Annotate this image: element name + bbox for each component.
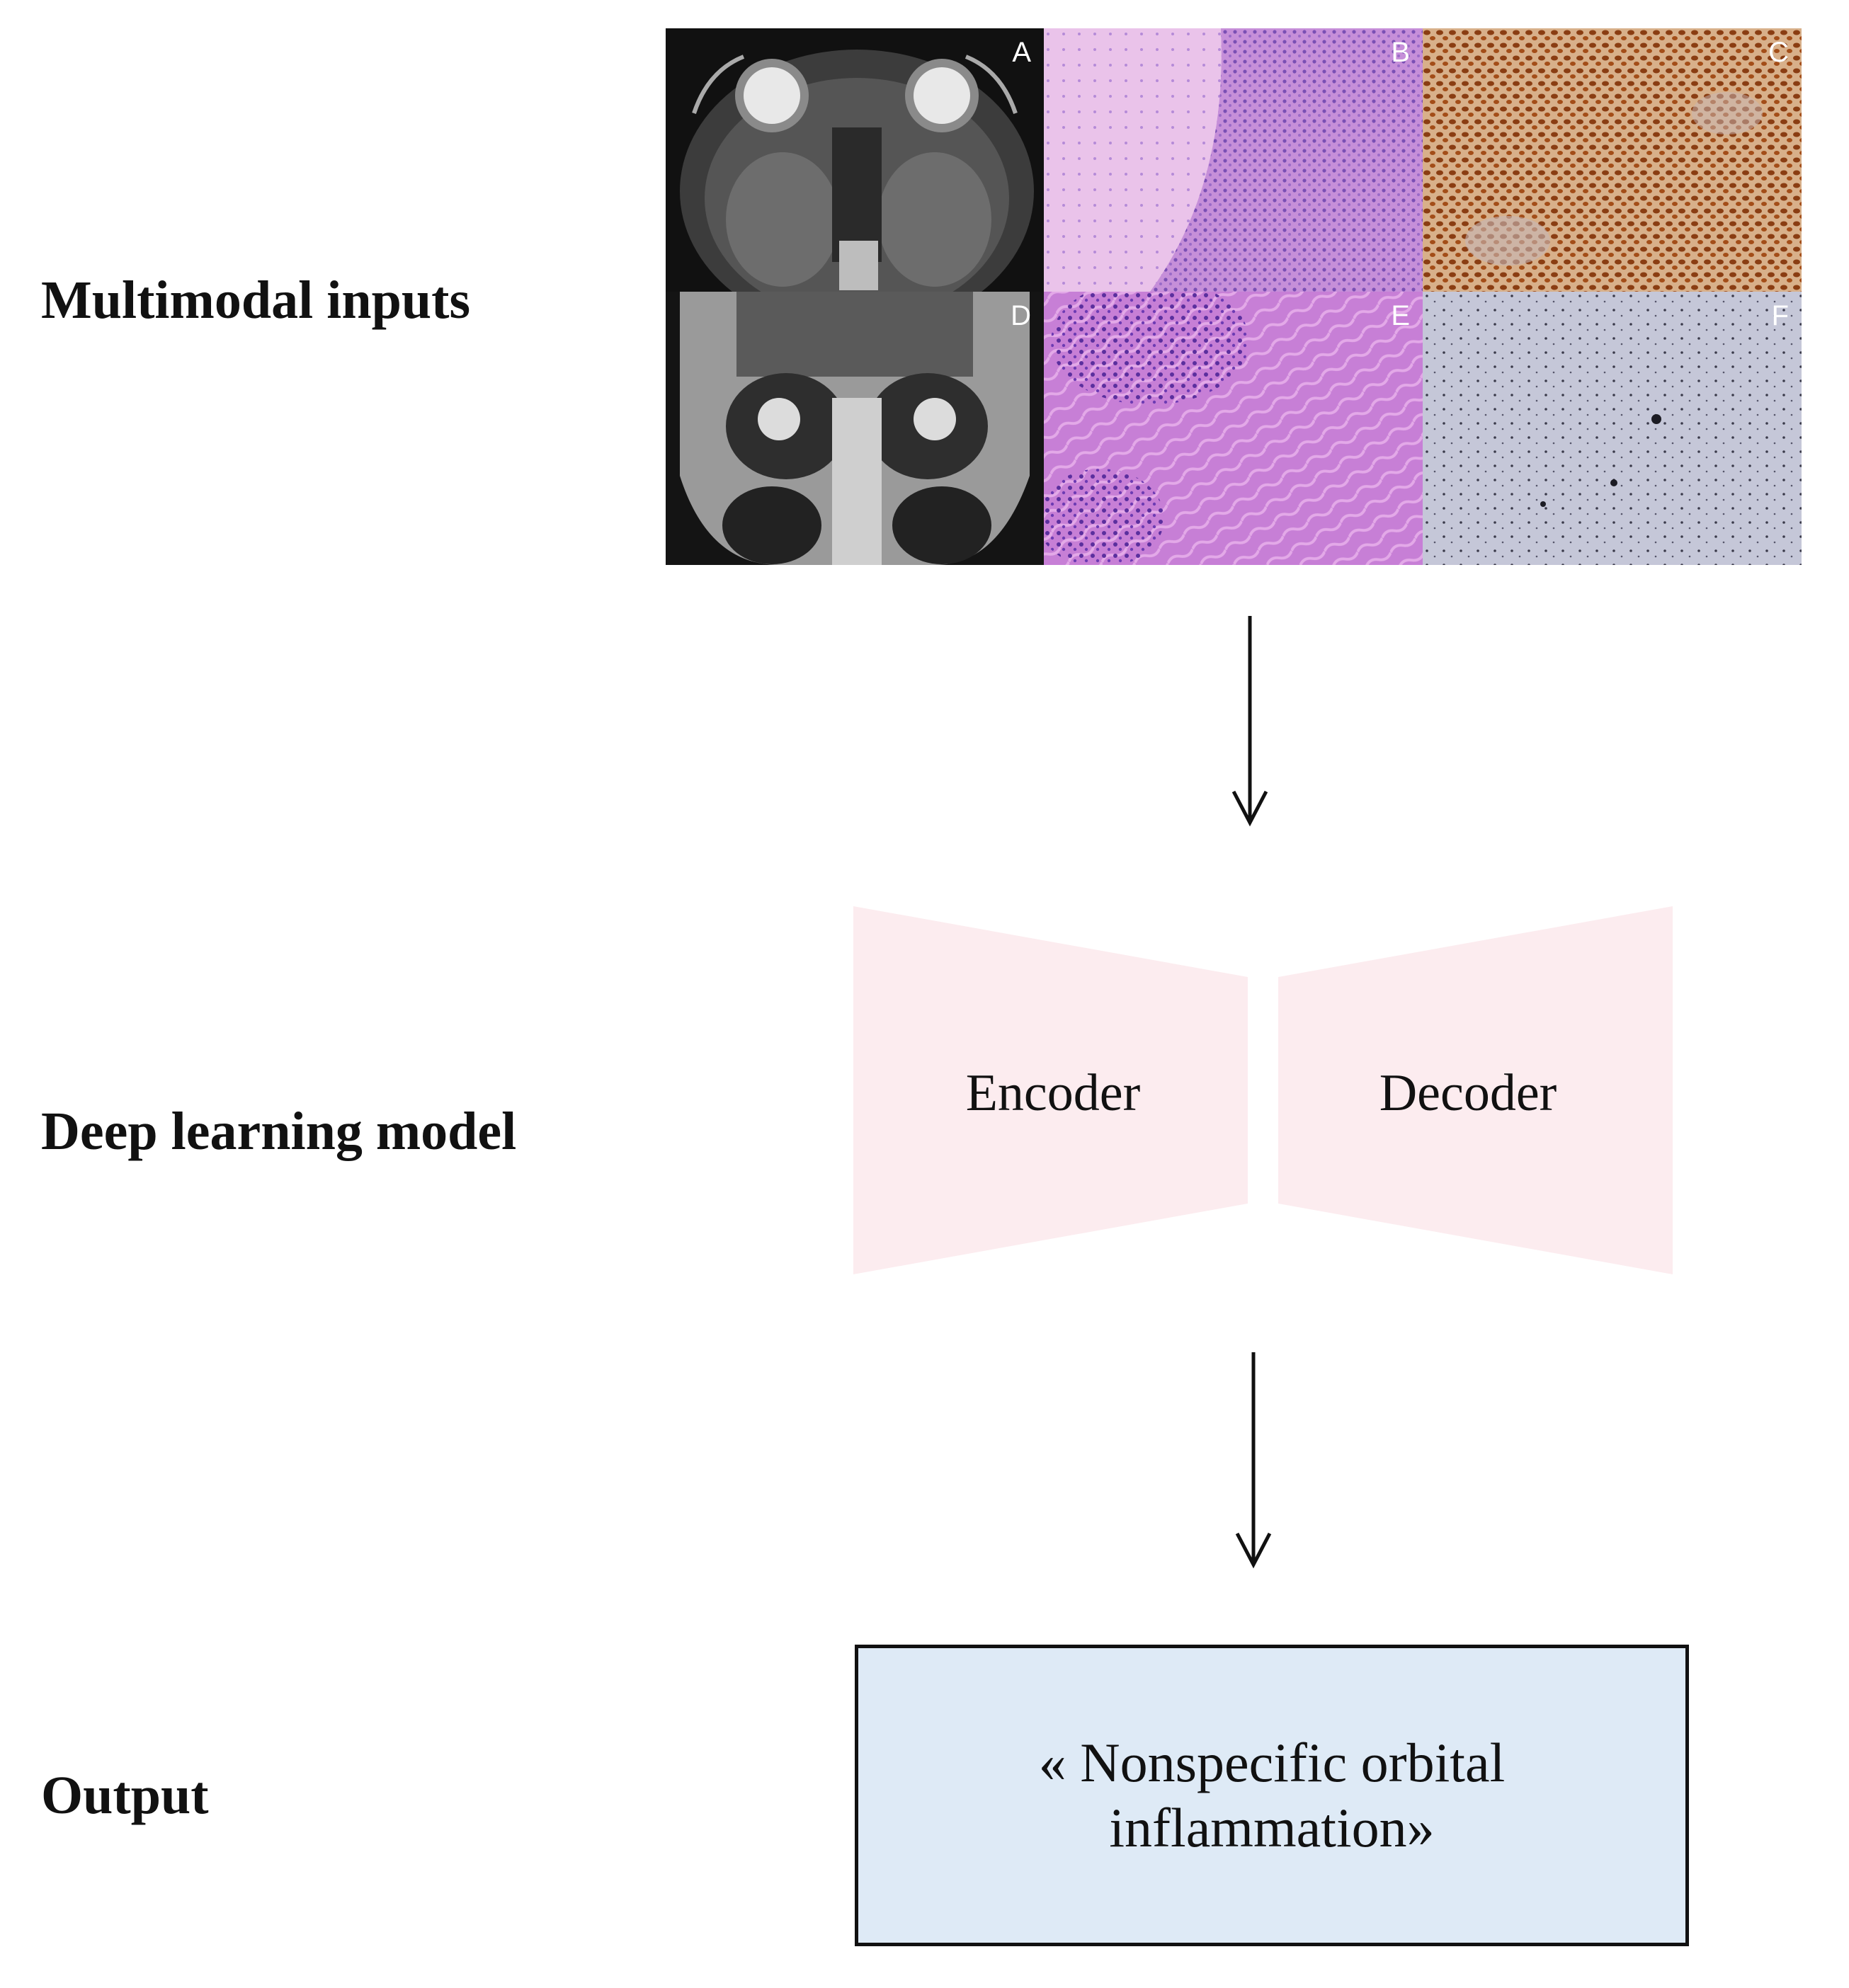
- panel-d-coronal-mri: D: [666, 292, 1044, 565]
- decoder-label: Decoder: [1379, 1064, 1557, 1122]
- panel-letter-c: C: [1768, 37, 1789, 68]
- coronal-mri-image: [666, 292, 1044, 565]
- he-histology-image: [1044, 28, 1423, 292]
- stain-image: [1423, 292, 1802, 565]
- panel-letter-f: F: [1771, 300, 1789, 331]
- panel-c-immunohistochemistry: C: [1423, 28, 1802, 292]
- decoder-shape: [1278, 906, 1673, 1274]
- down-arrow-to-model: [1231, 616, 1268, 827]
- label-output: Output: [41, 1766, 209, 1825]
- label-deep-learning-model: Deep learning model: [41, 1102, 517, 1161]
- multimodal-image-grid: A B: [666, 28, 1802, 565]
- panel-letter-d: D: [1011, 300, 1031, 331]
- encoder-shape: [853, 906, 1248, 1274]
- panel-a-axial-mri: A: [666, 28, 1044, 292]
- panel-letter-e: E: [1391, 300, 1410, 331]
- panel-b-histology-he: B: [1044, 28, 1423, 292]
- encoder-label: Encoder: [965, 1064, 1141, 1122]
- down-arrow-to-output: [1235, 1352, 1272, 1569]
- output-box: « Nonspecific orbital inflammation»: [855, 1645, 1689, 1946]
- encoder-decoder-shapes: [853, 906, 1673, 1274]
- panel-f-stain: F: [1423, 292, 1802, 565]
- panel-e-histology-he: E: [1044, 292, 1423, 565]
- panel-letter-b: B: [1391, 37, 1410, 68]
- output-text: « Nonspecific orbital inflammation»: [1038, 1731, 1506, 1858]
- he-fibrosis-image: [1044, 292, 1423, 565]
- axial-mri-image: [666, 28, 1044, 292]
- encoder-decoder-model: Encoder Decoder: [853, 906, 1676, 1274]
- ihc-image: [1423, 28, 1802, 292]
- panel-letter-a: A: [1012, 37, 1031, 68]
- label-multimodal-inputs: Multimodal inputs: [41, 270, 471, 330]
